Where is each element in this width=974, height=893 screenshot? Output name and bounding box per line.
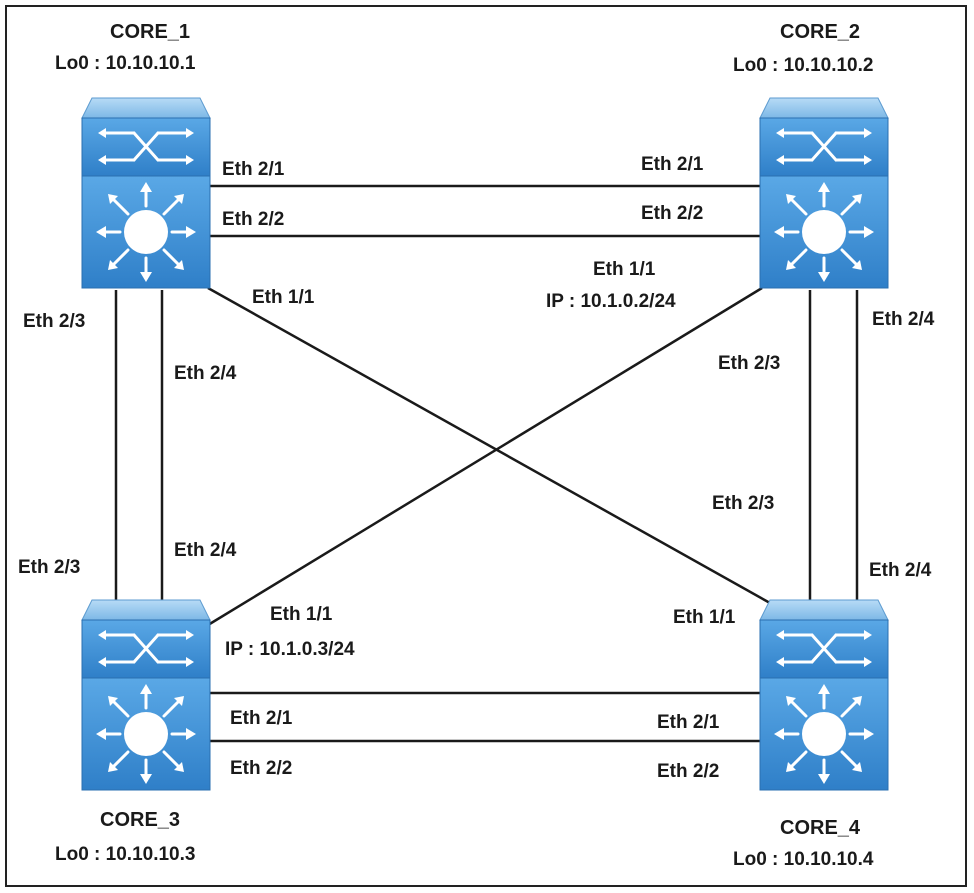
core1-eth22-label: Eth 2/2 <box>222 209 285 230</box>
core3-eth24-label: Eth 2/4 <box>174 540 237 561</box>
core2-loopback: Lo0 : 10.10.10.2 <box>733 55 874 76</box>
core4-eth22-label: Eth 2/2 <box>657 761 720 782</box>
core1-eth11-label: Eth 1/1 <box>252 287 315 308</box>
core4-eth24-label: Eth 2/4 <box>869 560 932 581</box>
core2-eth21-label: Eth 2/1 <box>641 154 704 175</box>
core4-eth11-label: Eth 1/1 <box>673 607 736 628</box>
core1-eth23-label: Eth 2/3 <box>23 311 86 332</box>
core2-switch-icon <box>758 96 890 290</box>
core2-ip-label: IP : 10.1.0.2/24 <box>546 291 676 312</box>
core1-eth21-label: Eth 2/1 <box>222 159 285 180</box>
core3-eth22-label: Eth 2/2 <box>230 758 293 779</box>
core2-eth22-label: Eth 2/2 <box>641 203 704 224</box>
core2-eth11-label: Eth 1/1 <box>593 259 656 280</box>
core2-eth24-label: Eth 2/4 <box>872 309 935 330</box>
core3-eth23-label: Eth 2/3 <box>18 557 81 578</box>
core1-eth24-label: Eth 2/4 <box>174 363 237 384</box>
core3-eth11-label: Eth 1/1 <box>270 604 333 625</box>
core3-loopback: Lo0 : 10.10.10.3 <box>55 844 196 865</box>
core4-eth23-label: Eth 2/3 <box>712 493 775 514</box>
core4-switch-icon <box>758 598 890 792</box>
link-core2-core3-eth11 <box>207 286 763 627</box>
core3-switch-icon <box>80 598 212 792</box>
core2-name: CORE_2 <box>780 21 861 43</box>
core1-name: CORE_1 <box>110 21 191 43</box>
core4-loopback: Lo0 : 10.10.10.4 <box>733 849 874 870</box>
core1-loopback: Lo0 : 10.10.10.1 <box>55 53 196 74</box>
core3-name: CORE_3 <box>100 809 181 831</box>
core3-eth21-label: Eth 2/1 <box>230 708 293 729</box>
core2-eth23-label: Eth 2/3 <box>718 353 781 374</box>
link-core1-core4-eth11 <box>207 286 771 605</box>
core1-switch-icon <box>80 96 212 290</box>
core3-ip-label: IP : 10.1.0.3/24 <box>225 639 355 660</box>
core4-eth21-label: Eth 2/1 <box>657 712 720 733</box>
core4-name: CORE_4 <box>780 817 861 839</box>
